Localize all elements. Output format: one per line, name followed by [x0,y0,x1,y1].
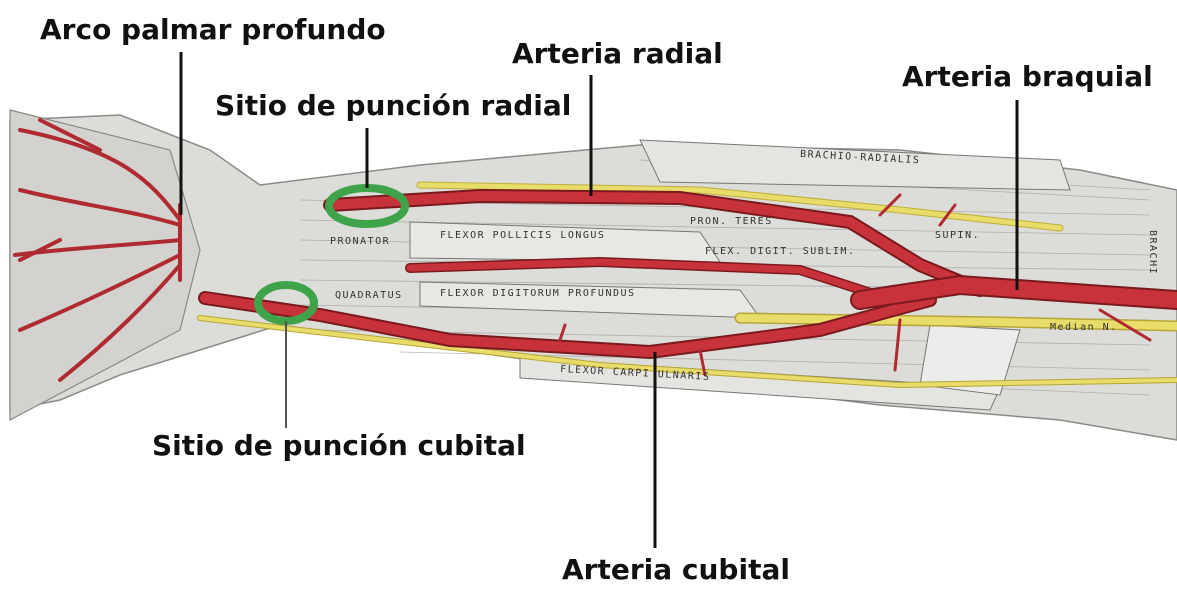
supinator-text: SUPIN. [935,230,980,241]
median-nerve-text: Median N. [1050,322,1118,333]
brachialis-text: BRACHI [1147,230,1158,275]
flexor-digitorum-profundus-text: FLEXOR DIGITORUM PROFUNDUS [440,288,636,299]
brachial-artery-label: Arteria braquial [902,63,1153,91]
pron-teres-text: PRON. TERES [690,216,773,227]
radial-puncture-site-label: Sitio de punción radial [215,92,571,120]
deep-palmar-arch-label: Arco palmar profundo [40,16,386,44]
quadratus-text: QUADRATUS [335,290,403,301]
pronator-text: PRONATOR [330,236,390,247]
radial-artery-label: Arteria radial [512,40,723,68]
flex-digit-sublim-text: FLEX. DIGIT. SUBLIM. [705,246,855,257]
ulnar-puncture-site-label: Sitio de punción cubital [152,432,526,460]
ulnar-artery-label: Arteria cubital [562,556,790,584]
flexor-pollicis-longus-text: FLEXOR POLLICIS LONGUS [440,230,605,241]
brachioradialis-muscle [640,140,1070,190]
